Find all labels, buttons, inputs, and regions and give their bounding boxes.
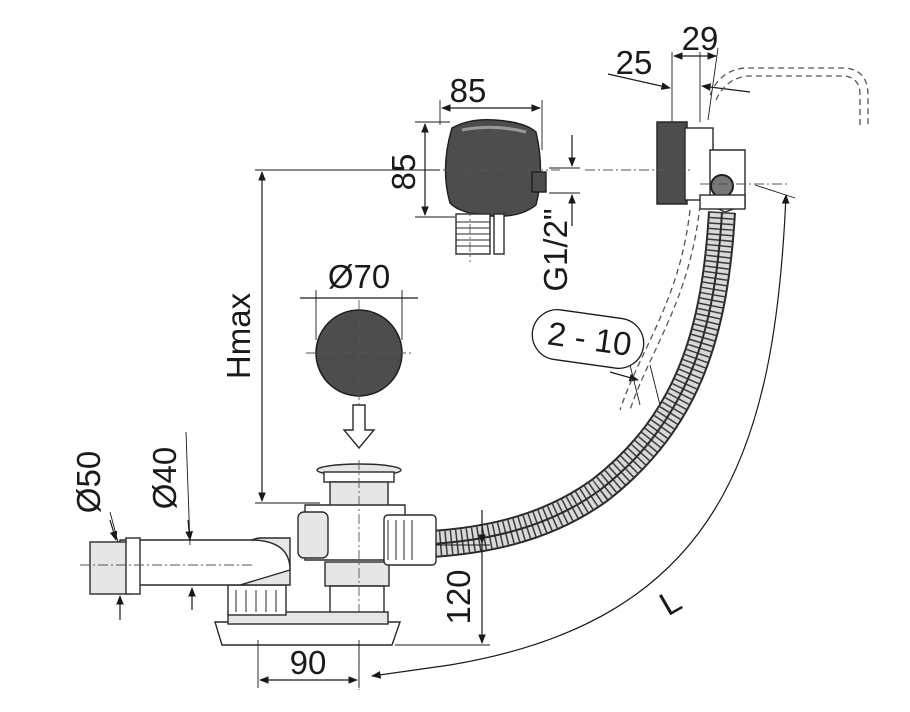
diameter-dimensions	[109, 431, 196, 620]
overflow-height-label: 85	[385, 154, 422, 191]
hmax-dimension	[255, 169, 440, 504]
dimension-120-label: 120	[440, 569, 477, 624]
drain-cap	[300, 290, 418, 450]
diameter-40-label: Ø40	[146, 447, 183, 509]
diameter-70-label: Ø70	[328, 258, 390, 295]
length-label: L	[653, 581, 687, 622]
hmax-label: Hmax	[220, 292, 257, 379]
side-25-label: 25	[616, 44, 653, 81]
drain-body	[80, 460, 437, 690]
length-dimension	[371, 184, 796, 679]
dimension-120	[395, 510, 490, 646]
dimension-90	[257, 640, 360, 688]
overflow-width-label: 85	[450, 72, 487, 109]
side-29-label: 29	[682, 20, 719, 57]
thread-label: G1/2"	[537, 208, 574, 291]
diameter-50-label: Ø50	[70, 451, 107, 513]
dimension-90-label: 90	[290, 644, 327, 681]
